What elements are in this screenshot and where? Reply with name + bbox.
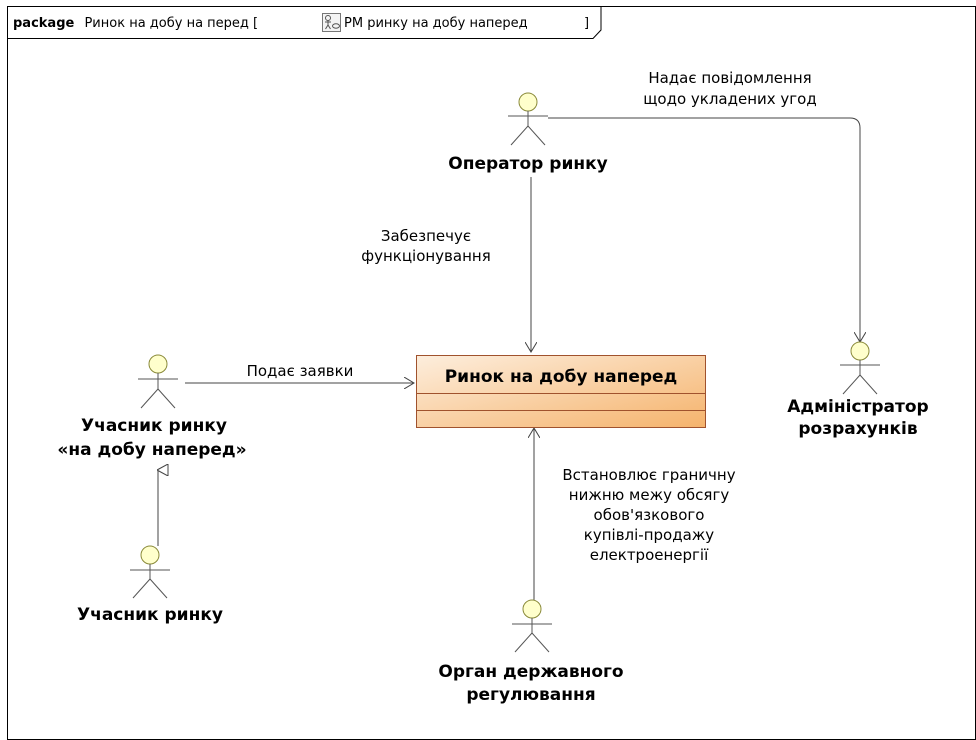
- svg-text:package Ринок на добу на: package Ринок на добу на перед [: [13, 16, 258, 31]
- edge-limit-label-line2: нижню межу обсягу: [569, 486, 730, 504]
- actor-operator[interactable]: Оператор ринку: [448, 92, 608, 174]
- frame-close-bracket: ]: [584, 16, 589, 31]
- edge-ensure-label-line1: Забезпечує: [381, 227, 471, 245]
- class-box-name: Ринок на добу наперед: [445, 367, 678, 387]
- actor-participant[interactable]: Учасник ринку: [77, 545, 223, 625]
- edge-limit-label-line3: обов'язкового: [594, 506, 705, 524]
- actor-figure-icon: [508, 92, 548, 146]
- actor-regulator[interactable]: Орган державного регулювання: [438, 599, 624, 705]
- actor-figure-icon: [512, 599, 552, 653]
- actor-figure-icon: [130, 545, 170, 599]
- actor-operator-name: Оператор ринку: [448, 154, 607, 174]
- actor-administrator-name-line2: розрахунків: [798, 419, 918, 439]
- frame-name: Ринок на добу на перед [: [84, 16, 258, 31]
- frame-keyword: package: [13, 16, 75, 31]
- edge-limit-label-line5: електроенергії: [590, 546, 709, 564]
- edge-limit-label-line1: Встановлює граничну: [562, 466, 735, 484]
- edge-bids-label: Подає заявки: [247, 362, 354, 380]
- edge-notify-label-line1: Надає повідомлення: [648, 69, 811, 87]
- actor-figure-icon: [840, 341, 880, 395]
- edge-limit-label-line4: купівлі-продажу: [584, 526, 715, 544]
- actor-administrator[interactable]: Адміністратор розрахунків: [787, 341, 929, 439]
- frame-diagram-name: РМ ринку на добу наперед: [344, 16, 528, 31]
- edge-ensure-label-line2: функціонування: [361, 247, 490, 265]
- use-case-diagram-icon[interactable]: [322, 13, 341, 32]
- actor-participant-dam[interactable]: Учасник ринку «на добу наперед»: [57, 354, 247, 460]
- edge-notify-label-line2: щодо укладених угод: [643, 90, 816, 108]
- actor-administrator-name-line1: Адміністратор: [787, 397, 928, 417]
- edge-notify[interactable]: [548, 117, 860, 342]
- actor-participant-name: Учасник ринку: [77, 605, 223, 625]
- actor-participant-dam-name-line1: Учасник ринку: [81, 416, 227, 436]
- actor-participant-dam-name-line2: «на добу наперед»: [57, 440, 246, 460]
- actor-regulator-name-line2: регулювання: [466, 685, 595, 705]
- class-box[interactable]: Ринок на добу наперед: [416, 355, 706, 428]
- actor-figure-icon: [138, 354, 178, 409]
- actor-regulator-name-line1: Орган державного: [438, 662, 623, 682]
